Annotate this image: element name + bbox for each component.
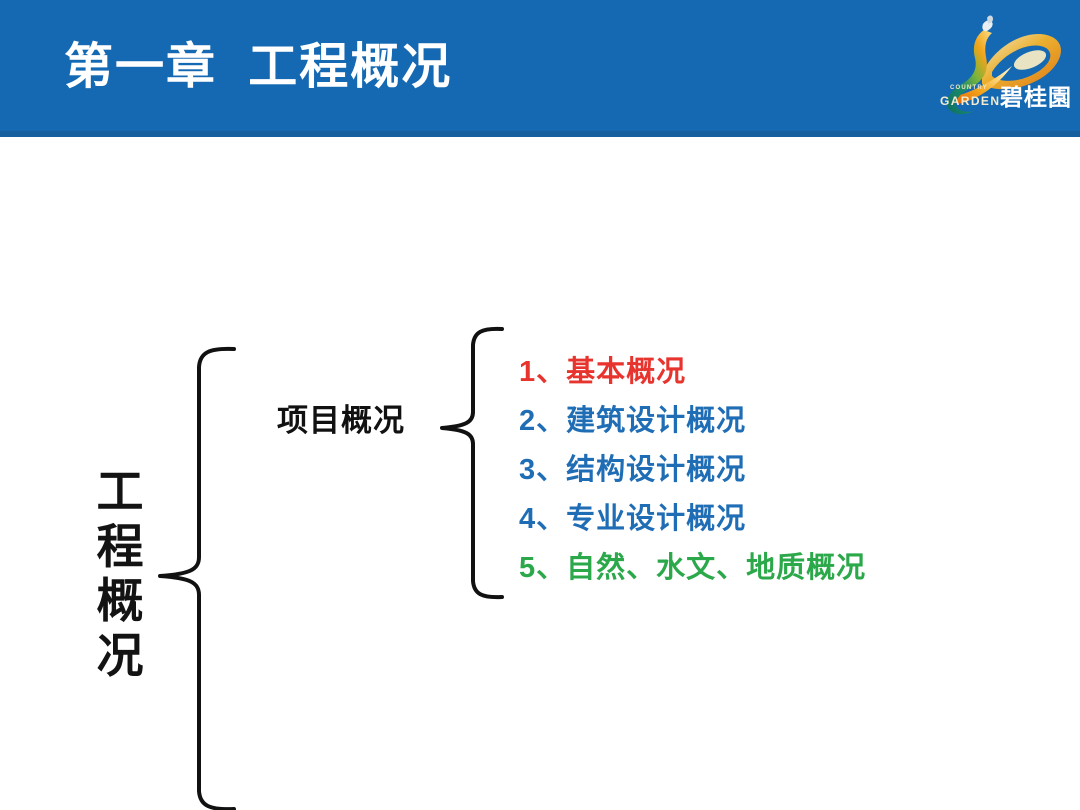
topic-list: 1、基本概况 2、建筑设计概况 3、结构设计概况 4、专业设计概况 5、自然、水… <box>519 348 999 593</box>
branch-node-label: 项目概况 <box>277 403 405 438</box>
logo-chinese-text: 碧桂園 <box>1000 84 1072 110</box>
list-item-label: 自然、水文、地质概况 <box>566 552 867 584</box>
page-title: 第一章 工程概况 <box>64 40 453 94</box>
list-item[interactable]: 4、专业设计概况 <box>519 495 999 544</box>
header-band <box>0 0 1080 137</box>
list-item[interactable]: 2、建筑设计概况 <box>519 397 999 446</box>
list-item-number: 1、 <box>519 356 567 388</box>
root-node-label: 工程概况 <box>96 465 144 682</box>
inner-brace <box>440 325 520 603</box>
list-item-number: 4、 <box>519 503 567 535</box>
list-item[interactable]: 1、基本概况 <box>519 348 999 397</box>
list-item[interactable]: 5、自然、水文、地质概况 <box>519 544 999 593</box>
list-item-number: 3、 <box>519 454 567 486</box>
list-item-label: 结构设计概况 <box>566 454 747 486</box>
list-item-number: 2、 <box>519 405 567 437</box>
header-band-bottom-edge <box>0 131 1080 137</box>
logo-tail-shape <box>956 66 1012 104</box>
country-garden-logo: COUNTRY GARDEN 碧桂園 <box>926 12 1072 124</box>
list-item-label: 基本概况 <box>566 356 687 388</box>
list-item[interactable]: 3、结构设计概况 <box>519 446 999 495</box>
outer-brace <box>158 345 254 810</box>
logo-english-bottom: GARDEN <box>940 94 1001 108</box>
logo-english-top: COUNTRY <box>950 85 988 91</box>
list-item-number: 5、 <box>519 552 567 584</box>
list-item-label: 专业设计概况 <box>566 503 747 535</box>
list-item-label: 建筑设计概况 <box>566 405 747 437</box>
logo-phoenix-shape <box>946 30 992 115</box>
slide-body: 工程概况 项目概况 1、基本概况 2、建筑设计概况 3、结构设计概况 <box>0 137 1080 810</box>
